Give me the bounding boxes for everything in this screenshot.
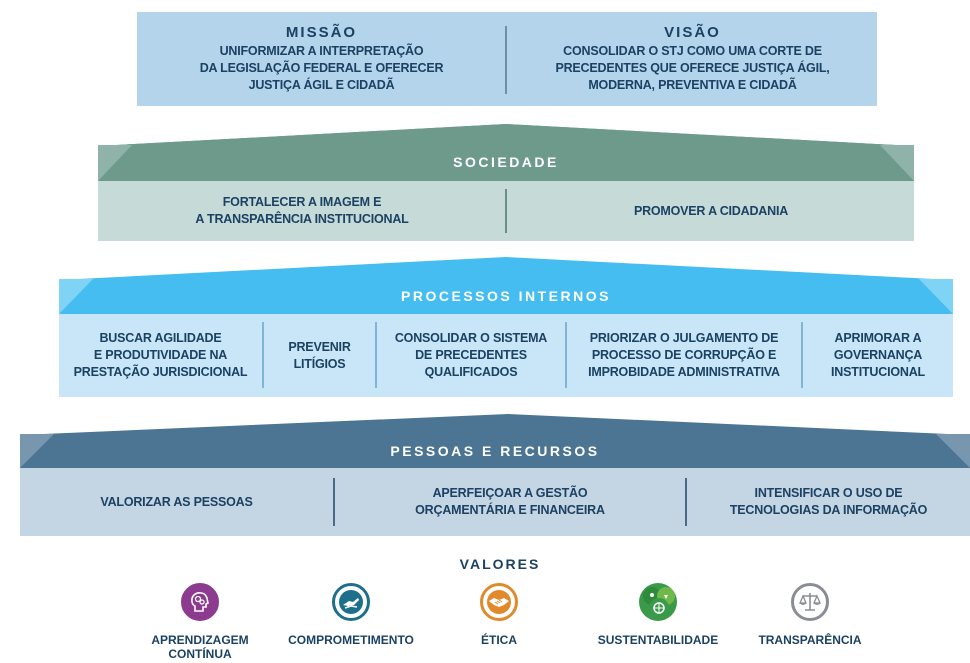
sociedade-band: SOCIEDADE: [98, 145, 914, 181]
objective-item: APRIMORAR A GOVERNANÇA INSTITUCIONAL: [831, 331, 925, 379]
valores-title: VALORES: [459, 556, 541, 572]
divider: [565, 322, 567, 388]
band-corner-shading: [20, 434, 970, 468]
objective-item: INTENSIFICAR O USO DE TECNOLOGIAS DA INF…: [729, 486, 928, 517]
vision-block: VISÃO CONSOLIDAR O STJ COMO UMA CORTE DE…: [508, 12, 877, 106]
objective-item: PREVENIR LITÍGIOS: [288, 339, 351, 371]
value-label: ÉTICA: [481, 633, 517, 647]
divider: [801, 322, 803, 388]
divider: [375, 322, 377, 388]
objective-item: BUSCAR AGILIDADE E PRODUTIVIDADE NA PRES…: [73, 331, 248, 379]
mission-text: UNIFORMIZAR A INTERPRETAÇÃO DA LEGISLAÇÃ…: [199, 44, 444, 92]
processos-title: PROCESSOS INTERNOS: [401, 288, 611, 304]
mission-title: MISSÃO: [285, 24, 358, 41]
sociedade-roof: [98, 124, 914, 146]
pessoas-roof: [20, 414, 970, 435]
objective-item: PROMOVER A CIDADANIA: [633, 203, 789, 218]
objective-item: VALORIZAR AS PESSOAS: [100, 494, 253, 509]
value-label: SUSTENTABILIDADE: [597, 633, 719, 647]
objective-item: APERFEIÇOAR A GESTÃO ORÇAMENTÁRIA E FINA…: [415, 486, 605, 517]
sociedade-objectives: FORTALECER A IMAGEM E A TRANSPARÊNCIA IN…: [98, 181, 914, 241]
sociedade-title: SOCIEDADE: [453, 154, 559, 170]
handshake-icon: [480, 583, 518, 621]
vision-text: CONSOLIDAR O STJ COMO UMA CORTE DE PRECE…: [555, 44, 830, 92]
value-label: COMPROMETIMENTO: [288, 633, 414, 647]
value-sustentabilidade: SUSTENTABILIDADE: [593, 583, 723, 647]
processos-roof: [59, 257, 953, 280]
divider: [333, 478, 335, 526]
brain-gears-icon: [181, 583, 219, 621]
divider: [505, 26, 507, 94]
band-corner-shading: [59, 279, 953, 314]
helping-hands-icon: [332, 583, 370, 621]
scales-icon: [791, 583, 829, 621]
mission-block: MISSÃO UNIFORMIZAR A INTERPRETAÇÃO DA LE…: [137, 12, 506, 106]
divider: [685, 478, 687, 526]
processos-objectives: BUSCAR AGILIDADE E PRODUTIVIDADE NA PRES…: [59, 314, 953, 397]
band-corner-shading: [98, 145, 914, 181]
pessoas-band: PESSOAS E RECURSOS: [20, 434, 970, 468]
vision-title: VISÃO: [664, 24, 721, 41]
divider: [505, 189, 507, 233]
value-label: APRENDIZAGEM CONTÍNUA: [151, 633, 249, 661]
mission-vision-box: MISSÃO UNIFORMIZAR A INTERPRETAÇÃO DA LE…: [137, 12, 877, 106]
value-etica: ÉTICA: [434, 583, 564, 647]
value-label: TRANSPARÊNCIA: [758, 633, 862, 647]
value-comprometimento: COMPROMETIMENTO: [286, 583, 416, 647]
value-aprendizagem: APRENDIZAGEM CONTÍNUA: [135, 583, 265, 661]
sustainability-globe-icon: [639, 583, 677, 621]
processos-band: PROCESSOS INTERNOS: [59, 279, 953, 314]
objective-item: FORTALECER A IMAGEM E A TRANSPARÊNCIA IN…: [195, 195, 409, 226]
pessoas-objectives: VALORIZAR AS PESSOAS APERFEIÇOAR A GESTÃ…: [20, 468, 970, 536]
objective-item: PRIORIZAR O JULGAMENTO DE PROCESSO DE CO…: [588, 331, 780, 379]
objective-item: CONSOLIDAR O SISTEMA DE PRECEDENTES QUAL…: [394, 331, 548, 379]
pessoas-title: PESSOAS E RECURSOS: [390, 443, 600, 459]
divider: [262, 322, 264, 388]
value-transparencia: TRANSPARÊNCIA: [745, 583, 875, 647]
